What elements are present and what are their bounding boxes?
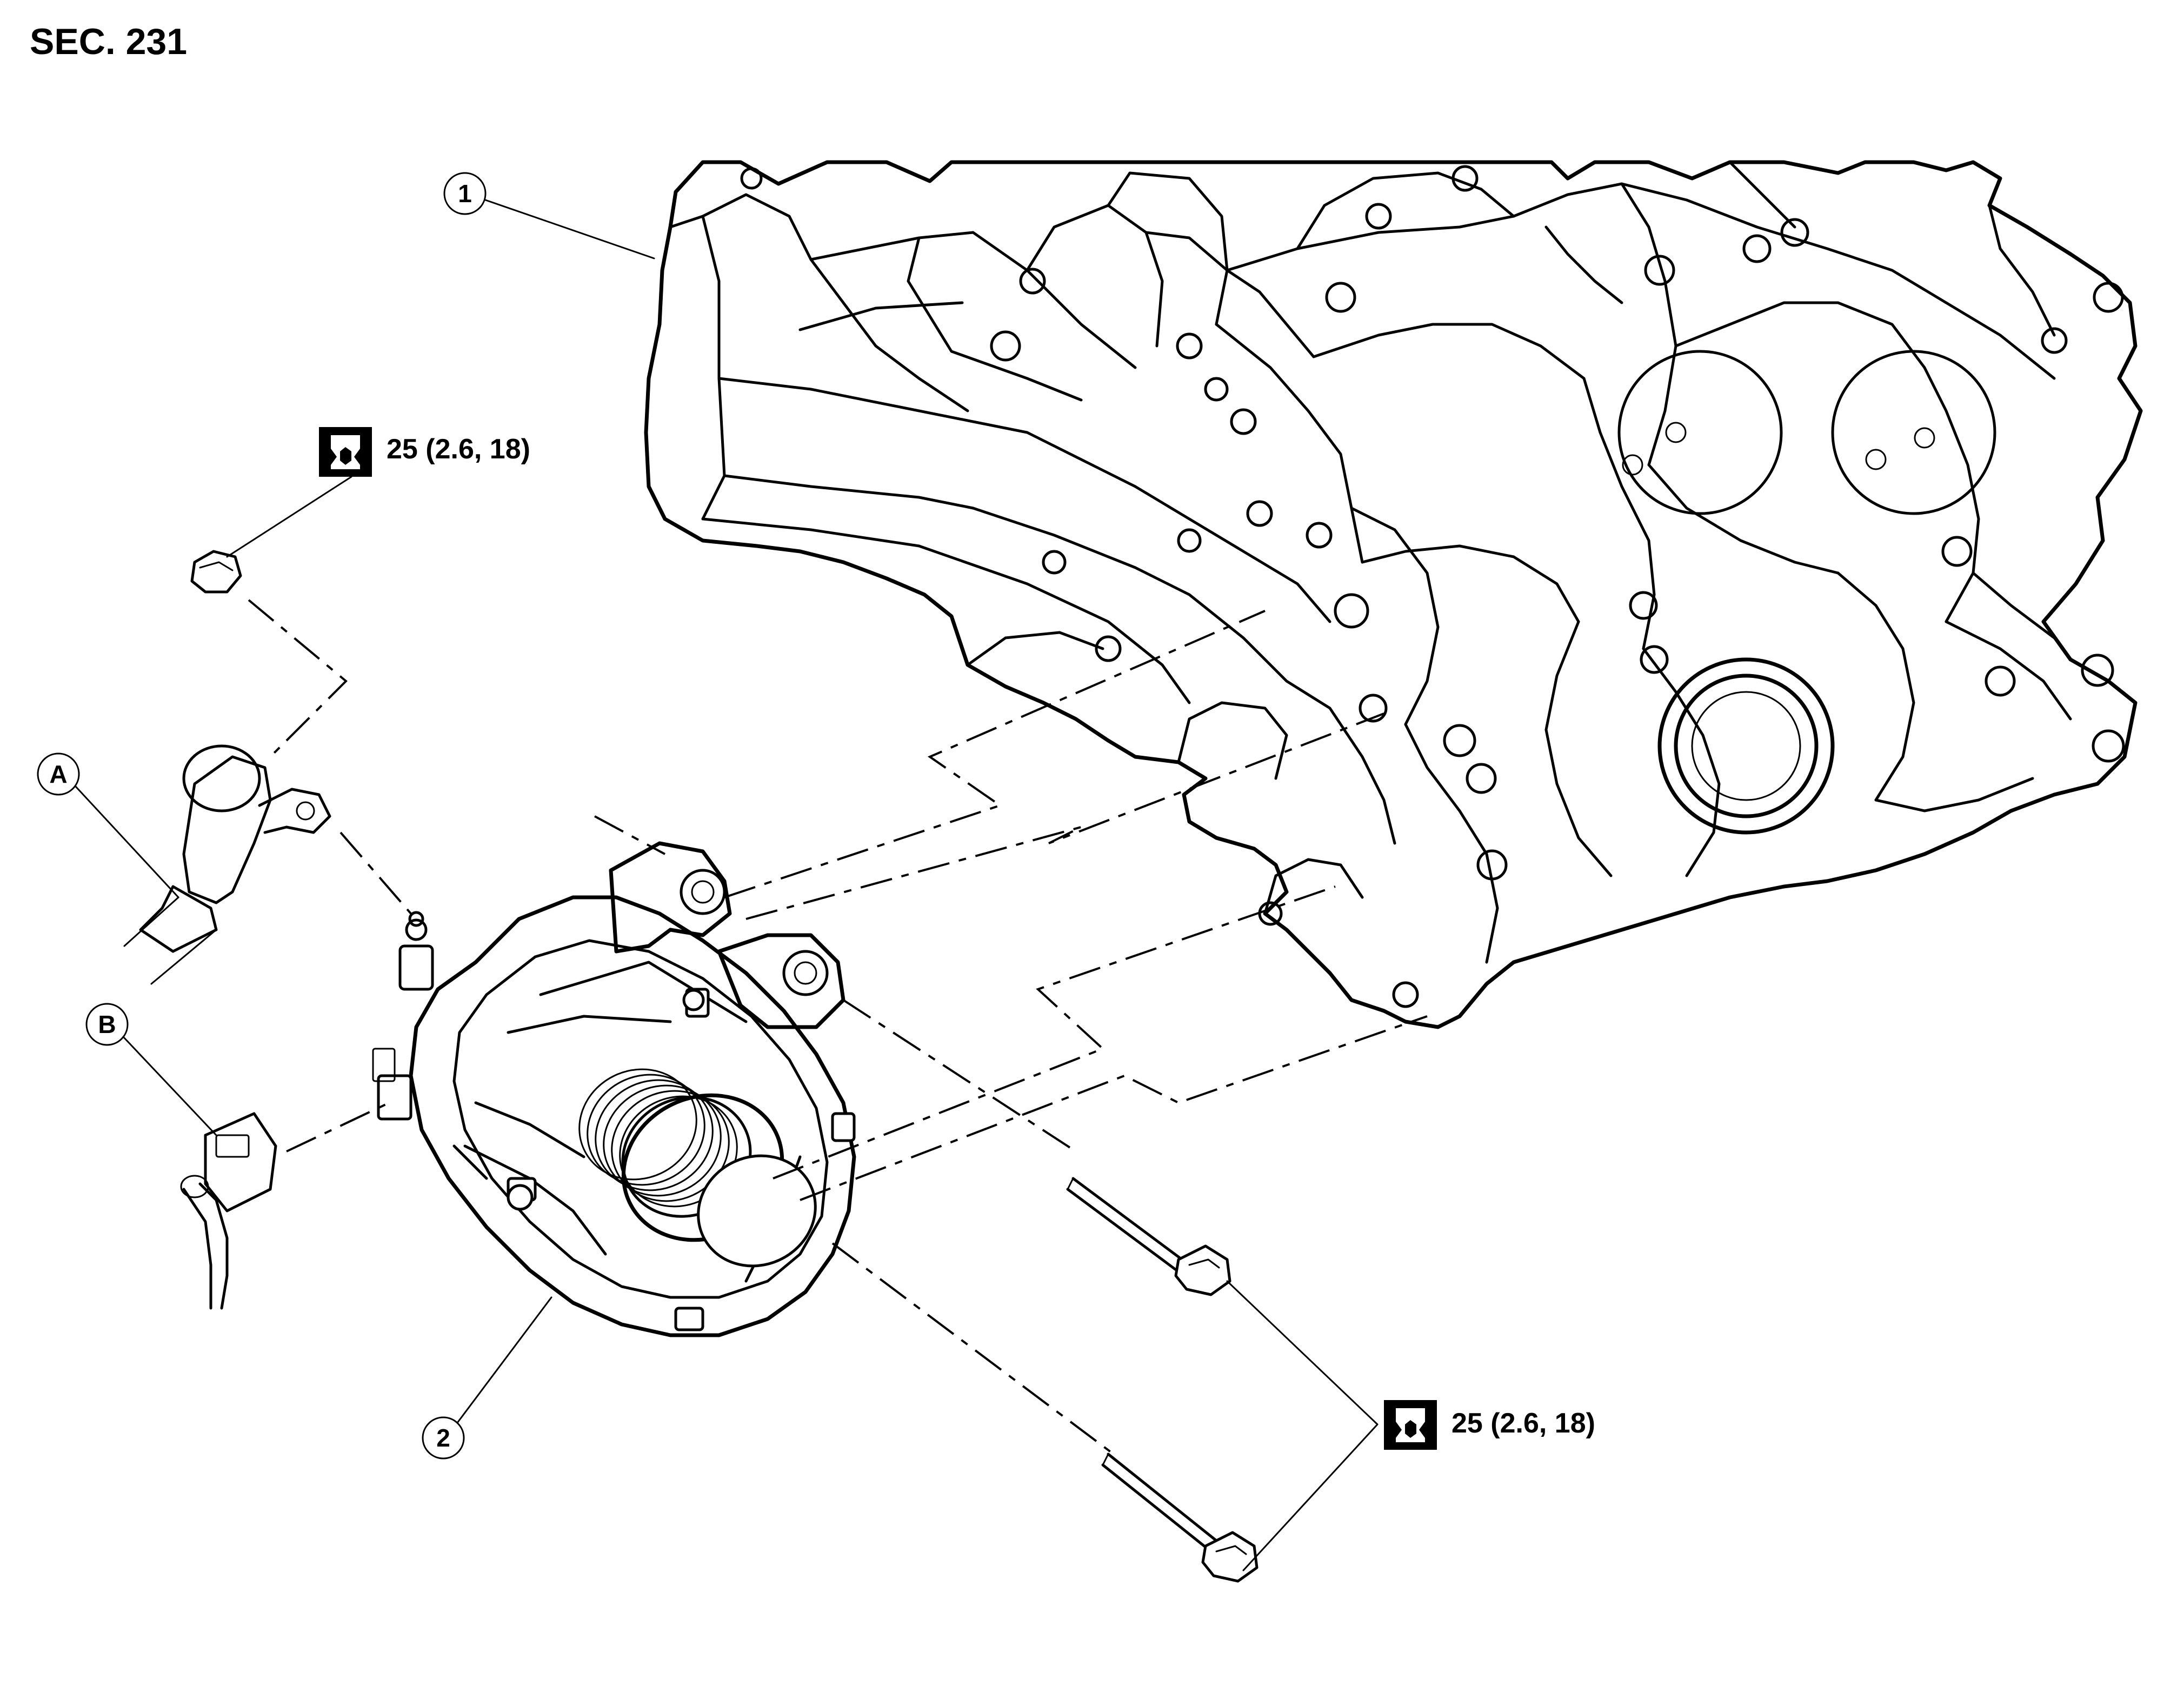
assembly-guide-lines [248, 599, 1428, 1455]
torque-value-bolts: 25 (2.6, 18) [1451, 1408, 1595, 1439]
callout-2-leader [456, 1296, 552, 1424]
dashline-pulley-to-engine-2 [800, 1015, 1428, 1201]
dashline-connector [286, 1102, 390, 1152]
torque-bolts-leader [1226, 1280, 1379, 1571]
engine-block [644, 160, 2143, 1029]
dashline-nut-to-terminal [248, 599, 348, 758]
callout-b-leader [122, 1036, 217, 1136]
torque-spec-bolts: 25 (2.6, 18) [1226, 1280, 1595, 1571]
alternator-pulley [578, 1068, 817, 1268]
dashline-ear-to-bolt-lower [831, 1242, 1115, 1455]
dashline-ear-to-bolt-upper [842, 999, 1077, 1152]
engine-details [740, 165, 2125, 1008]
b-terminal-nut [190, 550, 242, 594]
callout-1-engine: 1 [443, 172, 655, 259]
dashline-alt-ear-left [594, 815, 665, 855]
engine-boss-left [1617, 350, 1783, 515]
harness-a-b-terminal-cable [123, 744, 331, 985]
dashline-pulley-to-engine-1 [773, 885, 1336, 1180]
harness-b-connector [180, 1112, 277, 1310]
dashline-ear-to-engine-1 [724, 610, 1266, 898]
torque-spec-nut: 25 (2.6, 18) [226, 427, 530, 558]
torque-value-nut: 25 (2.6, 18) [387, 434, 530, 465]
crank-seal-opening [1657, 657, 1835, 835]
callout-2-alternator: 2 [422, 1296, 552, 1460]
callout-1-label: 1 [458, 179, 472, 208]
callout-1-leader [484, 199, 655, 259]
alternator [372, 841, 856, 1337]
dashline-ear-to-engine-2 [745, 712, 1384, 920]
callout-a-leader [75, 785, 179, 898]
dashline-terminal [339, 831, 412, 915]
engine-boss-right [1831, 350, 1996, 515]
alternator-bolt-lower [1101, 1453, 1259, 1583]
torque-nut-leader [226, 476, 352, 558]
section-number: SEC. 231 [30, 21, 187, 62]
alternator-connector-socket [372, 1048, 412, 1121]
callout-b: B [85, 1003, 217, 1136]
callout-a: A [37, 752, 179, 898]
callout-a-label: A [49, 760, 67, 788]
alternator-b-terminal [398, 911, 434, 991]
callout-2-label: 2 [436, 1424, 450, 1452]
callout-b-label: B [98, 1010, 116, 1038]
alternator-bolt-upper [1066, 1177, 1231, 1296]
